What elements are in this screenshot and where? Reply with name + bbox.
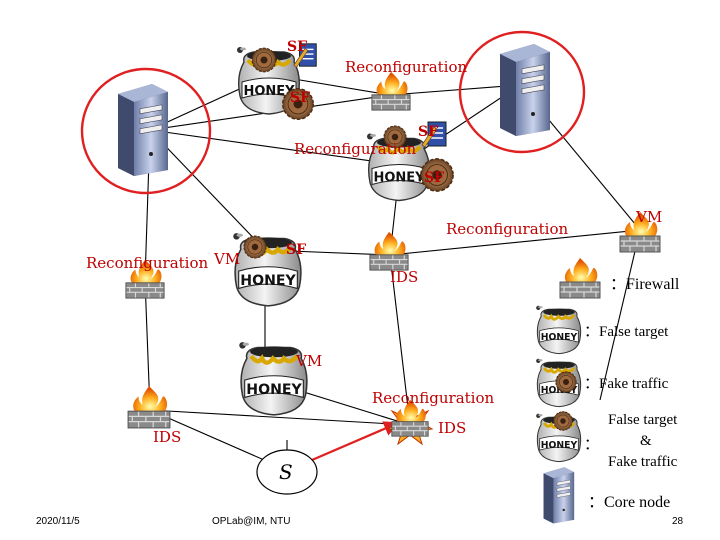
- label-sf-top-1: SF: [287, 39, 308, 55]
- footer-org: OPLab@IM, NTU: [212, 516, 291, 527]
- legend-false-target-text: ：False target: [584, 324, 669, 340]
- legend-combined-line-3: Fake traffic: [608, 454, 678, 470]
- label-sf-top-2: SF: [290, 90, 311, 106]
- label-vm-left: VM: [214, 250, 241, 268]
- firewall-center: [369, 231, 409, 271]
- legend-combined-line-1: False target: [608, 412, 678, 428]
- label-reconfiguration-middle: Reconfiguration: [294, 140, 417, 158]
- label-sf-middle-1: SF: [418, 124, 439, 140]
- core-node-left-highlight: [80, 67, 212, 195]
- attack-arrow: [311, 421, 400, 462]
- label-vm-center: VM: [296, 352, 323, 370]
- core-node-right-highlight: [458, 30, 586, 154]
- label-reconfiguration-right: Reconfiguration: [446, 220, 569, 238]
- legend-fake-traffic-text: ：Fake traffic: [584, 376, 669, 392]
- legend-gear-icon: [555, 371, 577, 393]
- label-source: S: [279, 460, 293, 484]
- label-vm-right: VM: [636, 208, 663, 226]
- label-reconfiguration-top: Reconfiguration: [345, 58, 468, 76]
- legend-core-node-text: ：Core node: [588, 494, 671, 511]
- label-sf-middle-2: SF: [424, 170, 445, 186]
- legend-core-node-icon: [543, 466, 575, 524]
- footer-date: 2020/11/5: [36, 516, 80, 527]
- label-ids-bottom-left: IDS: [153, 428, 182, 446]
- legend-false-target-icon: [534, 304, 583, 356]
- firewall-top: [371, 71, 411, 111]
- legend-firewall-text: ：Firewall: [610, 276, 680, 293]
- fake-traffic-gear-top-1: [251, 47, 277, 73]
- label-ids-center: IDS: [390, 268, 419, 286]
- source-node: [256, 449, 318, 495]
- legend-combined-gear-icon: [553, 411, 573, 431]
- label-ids-bottom-right: IDS: [438, 419, 467, 437]
- footer-page-number: 28: [672, 516, 684, 527]
- core-node-right: [499, 43, 551, 137]
- firewall-bottom-left: [127, 385, 171, 429]
- firewall-legend: [559, 257, 601, 299]
- legend-combined-colon: ：: [584, 437, 600, 453]
- fake-traffic-gear-left-mid: [243, 235, 267, 259]
- label-reconfiguration-left: Reconfiguration: [86, 254, 209, 272]
- legend-combined-line-2: &: [640, 433, 652, 449]
- label-sf-left: SF: [286, 242, 307, 258]
- core-node-left: [117, 83, 169, 177]
- label-reconfiguration-bottom: Reconfiguration: [372, 389, 495, 407]
